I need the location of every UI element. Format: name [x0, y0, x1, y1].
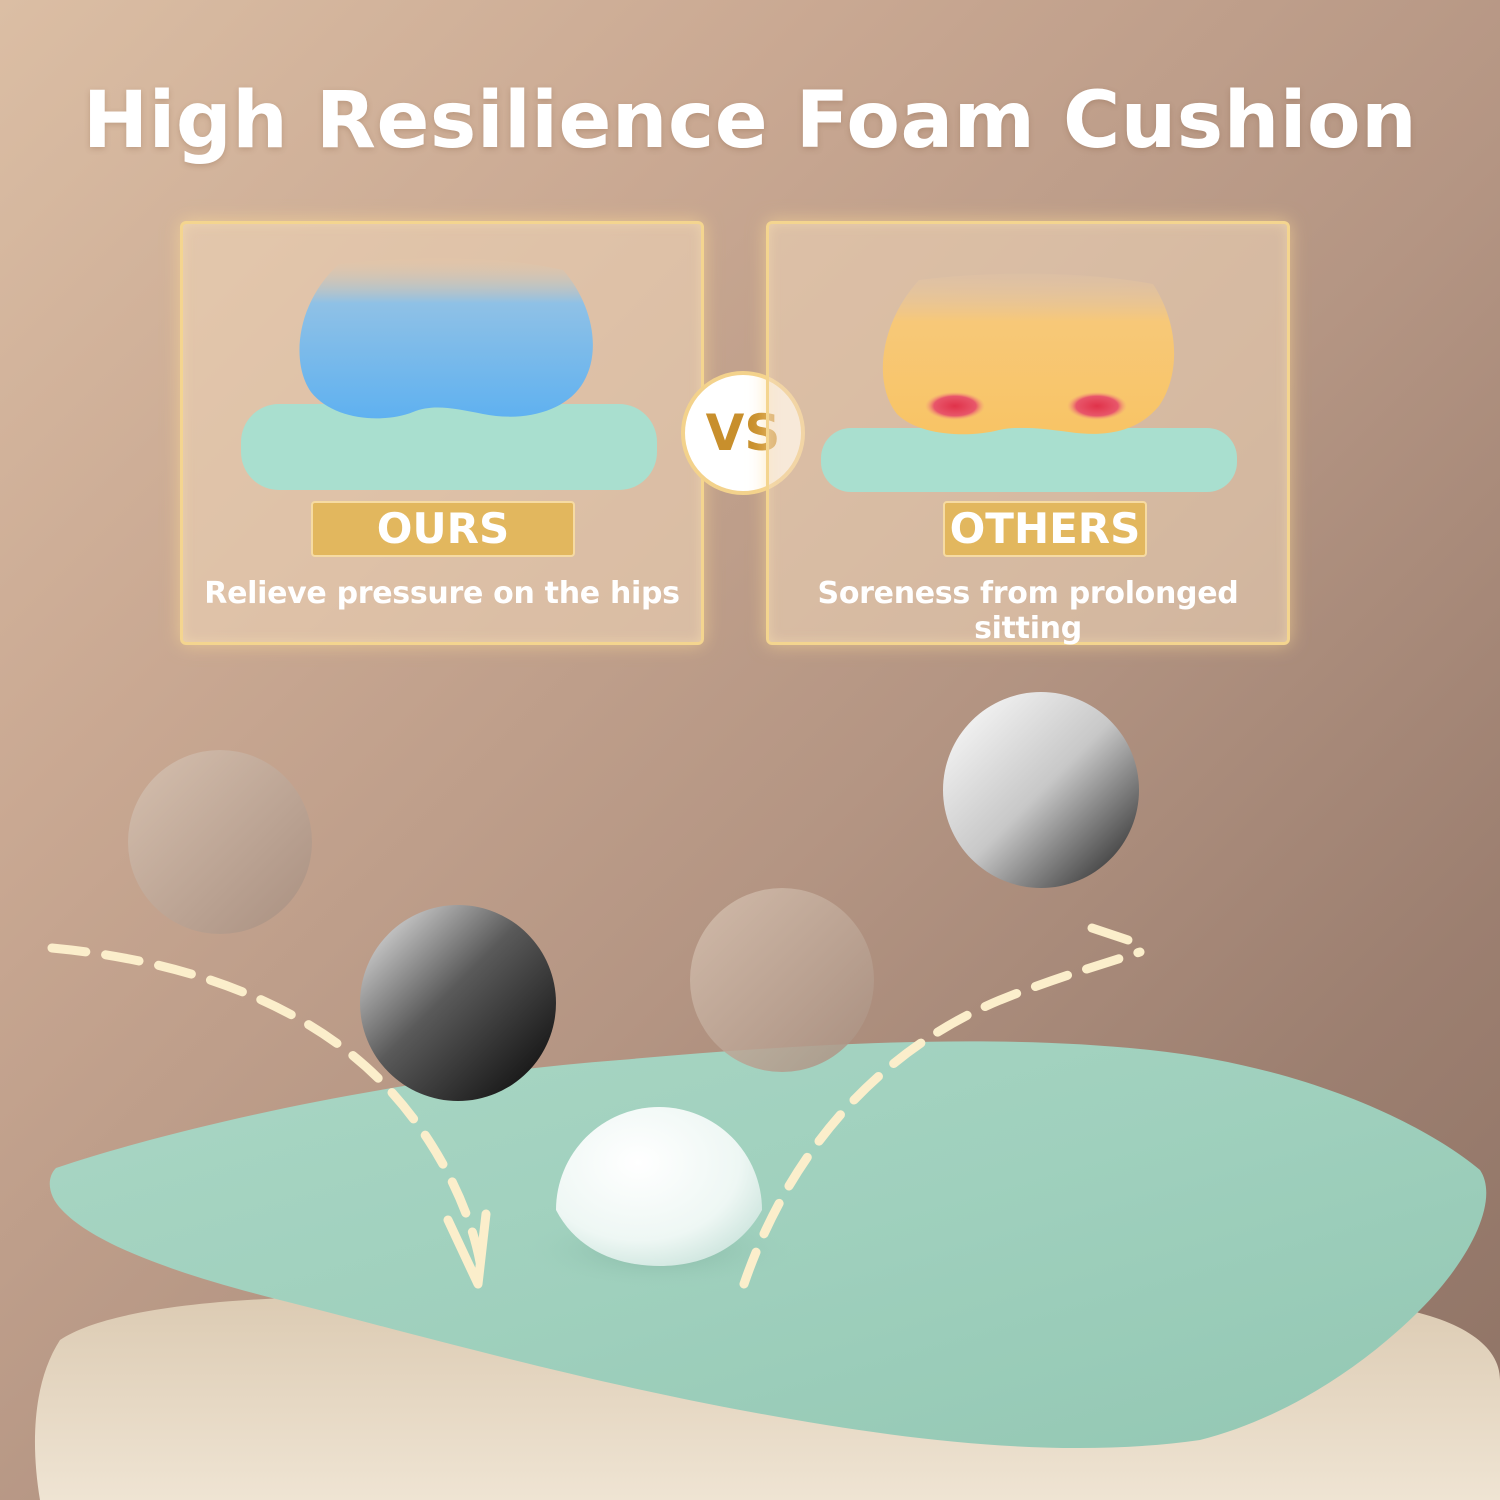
left-trajectory-dashed	[47, 943, 485, 1267]
ours-badge: OURS	[311, 501, 575, 557]
tan-ball-left	[128, 750, 312, 934]
dark-ball	[360, 905, 556, 1101]
silver-ball	[943, 692, 1139, 888]
ours-caption: Relieve pressure on the hips	[204, 576, 680, 611]
white-ball	[556, 1107, 762, 1266]
pressure-point-right	[1067, 392, 1127, 420]
ours-illustration	[241, 258, 657, 490]
others-comparison-panel: OTHERS Soreness from prolonged sitting	[766, 221, 1290, 646]
others-cushion-layer	[821, 428, 1237, 492]
pressure-point-left	[925, 392, 985, 420]
others-illustration	[821, 273, 1237, 492]
others-badge: OTHERS	[943, 501, 1147, 557]
others-caption: Soreness from prolonged sitting	[817, 576, 1239, 646]
right-arrowhead	[1087, 923, 1133, 945]
page-title: High Resilience Foam Cushion	[82, 76, 1418, 166]
ours-hip-pressure-shape	[299, 258, 593, 419]
ours-cushion-layer	[241, 404, 657, 490]
left-arrowhead	[443, 1209, 491, 1289]
tan-ball-center	[690, 888, 874, 1072]
right-trajectory-dashed	[739, 947, 1145, 1289]
ours-comparison-panel: OURS Relieve pressure on the hips	[180, 221, 704, 645]
